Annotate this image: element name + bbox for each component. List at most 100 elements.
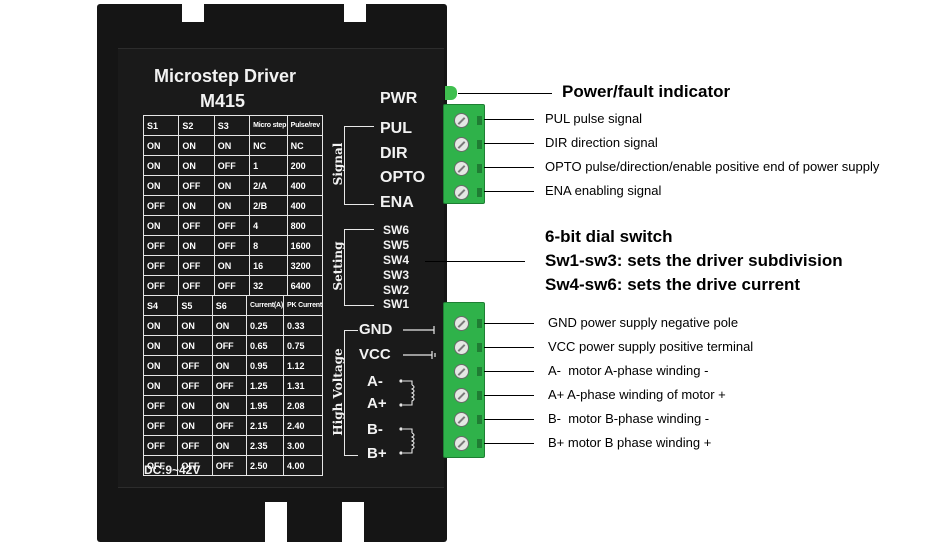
pin-label-pwr: PWR <box>380 90 418 107</box>
screw-a-plus[interactable] <box>454 388 469 403</box>
pin-gnd <box>477 319 482 328</box>
microstep-cell: ON <box>213 255 251 276</box>
microstep-cell: ON <box>178 135 215 156</box>
voltage-label: DC:9~42V <box>144 463 201 477</box>
current-cell: OFF <box>211 455 248 476</box>
screw-vcc[interactable] <box>454 340 469 355</box>
pin-vcc <box>477 343 482 352</box>
screw-gnd[interactable] <box>454 316 469 331</box>
screw-b-minus[interactable] <box>454 412 469 427</box>
current-header-cell: PK Current <box>283 295 323 316</box>
pin-b-plus <box>477 439 482 448</box>
current-cell: OFF <box>142 395 179 416</box>
callout-a-minus: A- motor A-phase winding - <box>548 363 709 378</box>
power-indicator-led <box>445 86 457 100</box>
callout-ena: ENA enabling signal <box>545 183 662 198</box>
microstep-cell: ON <box>178 235 215 256</box>
screw-ena[interactable] <box>454 185 469 200</box>
switch-label-sw1: SW1 <box>383 297 410 311</box>
setting-bracket-bottom <box>344 305 374 306</box>
callout-dial-sw4-6: Sw4-sw6: sets the drive current <box>545 275 801 294</box>
microstep-cell: ON <box>213 175 251 196</box>
microstep-cell: ON <box>142 135 180 156</box>
pin-label-b-plus: B+ <box>367 445 387 462</box>
microstep-header-cell: S3 <box>213 115 251 136</box>
callout-pul: PUL pulse signal <box>545 111 643 126</box>
current-cell: 0.65 <box>246 335 285 356</box>
microstep-header-cell: Micro step <box>249 115 288 136</box>
screw-dir[interactable] <box>454 137 469 152</box>
callout-line-dir <box>484 143 534 144</box>
power-terminal-block <box>443 302 485 458</box>
current-cell: ON <box>142 375 179 396</box>
pin-a-plus <box>477 391 482 400</box>
switch-label-sw6: SW6 <box>383 223 410 237</box>
current-cell: OFF <box>177 355 213 376</box>
callout-power-indicator: Power/fault indicator <box>562 82 731 101</box>
current-cell: 1.95 <box>246 395 285 416</box>
signal-bracket-bottom <box>344 204 374 205</box>
high-voltage-group-label: High Voltage <box>331 348 345 436</box>
microstep-cell: ON <box>213 135 251 156</box>
driver-title: Microstep Driver <box>154 66 297 86</box>
current-cell: OFF <box>142 435 179 456</box>
microstep-cell: ON <box>213 195 251 216</box>
current-header-cell: Current(A) <box>246 295 285 316</box>
setting-group-label: Setting <box>331 241 345 291</box>
microstep-header-cell: S2 <box>178 115 215 136</box>
callout-line-gnd <box>484 323 534 324</box>
current-cell: OFF <box>142 455 179 476</box>
microstep-cell: 400 <box>286 195 324 216</box>
current-cell: 1.12 <box>283 355 323 376</box>
microstep-cell: 3200 <box>286 255 324 276</box>
callout-line-indicator <box>458 93 552 94</box>
current-cell: 2.50 <box>246 455 285 476</box>
pin-label-opto: OPTO <box>380 169 426 186</box>
callout-a-plus: A+ A-phase winding of motor + <box>548 387 726 402</box>
current-cell: 0.75 <box>283 335 323 356</box>
callout-line-opto <box>484 167 534 168</box>
microstep-cell: OFF <box>178 215 215 236</box>
switch-label-sw3: SW3 <box>383 268 410 282</box>
current-cell: OFF <box>211 375 248 396</box>
current-cell: ON <box>177 395 213 416</box>
screw-b-plus[interactable] <box>454 436 469 451</box>
callout-line-dial <box>425 261 525 262</box>
callout-dial-sw1-3: Sw1-sw3: sets the driver subdivision <box>545 251 843 270</box>
callout-line-a-plus <box>484 395 534 396</box>
current-cell: 4.00 <box>283 455 323 476</box>
microstep-cell: OFF <box>142 195 180 216</box>
pin-opto <box>477 164 482 173</box>
microstep-cell: OFF <box>142 255 180 276</box>
callout-gnd: GND power supply negative pole <box>548 315 739 330</box>
microstep-cell: 32 <box>249 275 288 296</box>
mount-slot-bottom-left <box>265 502 287 542</box>
current-cell: ON <box>211 315 248 336</box>
screw-opto[interactable] <box>454 161 469 176</box>
current-cell: ON <box>142 315 179 336</box>
switch-label-sw2: SW2 <box>383 283 410 297</box>
current-cell: ON <box>142 355 179 376</box>
signal-bracket <box>344 126 345 204</box>
screw-a-minus[interactable] <box>454 364 469 379</box>
callout-vcc: VCC power supply positive terminal <box>548 339 754 354</box>
current-cell: ON <box>177 415 213 436</box>
hv-bracket-top <box>344 330 358 331</box>
screw-pul[interactable] <box>454 113 469 128</box>
hv-bracket-bottom <box>344 455 358 456</box>
microstep-cell: 2/B <box>249 195 288 216</box>
microstep-cell: OFF <box>178 175 215 196</box>
switch-label-sw5: SW5 <box>383 238 410 252</box>
